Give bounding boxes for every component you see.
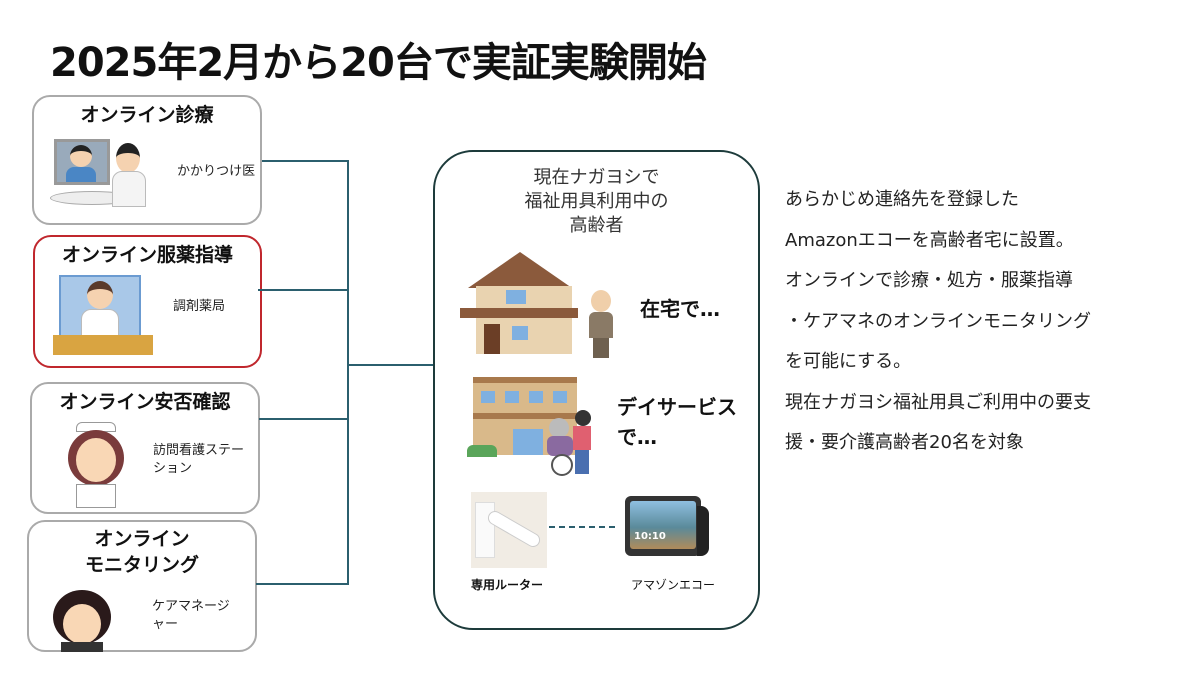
- house-illustration: [460, 252, 580, 357]
- home-label: 在宅で…: [640, 297, 720, 321]
- card-title: オンライン モニタリング: [29, 526, 255, 578]
- router-label: 専用ルーター: [471, 578, 544, 592]
- care-manager-illustration: [51, 590, 115, 652]
- card-title: オンライン診療: [80, 104, 214, 126]
- day-service-label: デイサービス で…: [617, 392, 737, 452]
- day-service-building-illustration: [467, 377, 579, 459]
- elderly-man-illustration: [587, 290, 615, 358]
- card-title: オンライン安否確認: [59, 391, 231, 413]
- echo-clock: 10:10: [630, 501, 696, 549]
- amazon-echo-show-photo: 10:10: [625, 496, 709, 560]
- description-line: 現在ナガヨシ福祉用具ご利用中の要支: [785, 391, 1091, 413]
- card-title-line1: オンライン: [94, 528, 190, 550]
- description-line: を可能にする。: [785, 351, 912, 372]
- description-line: オンラインで診療・処方・服薬指導: [785, 270, 1073, 291]
- connector-line: [258, 289, 349, 291]
- provider-label: かかりつけ医: [177, 164, 256, 179]
- router-photo: [471, 492, 547, 568]
- description-line: Amazonエコーを高齢者宅に設置。: [785, 229, 1074, 251]
- provider-label: ケアマネージャー: [152, 599, 230, 632]
- connector-trunk: [347, 160, 349, 585]
- page-title: 2025年2月から20台で実証実験開始: [50, 40, 707, 86]
- service-card-online-safety-check: オンライン安否確認 訪問看護ステーション: [30, 382, 260, 514]
- connector-line: [256, 583, 349, 585]
- connector-line: [347, 364, 434, 366]
- wheelchair-caregiver-illustration: [545, 410, 595, 478]
- service-card-online-consultation: オンライン診療 かかりつけ医: [32, 95, 262, 225]
- panel-title-line2: 福祉用具利用中の: [524, 191, 669, 212]
- connector-line: [262, 160, 349, 162]
- day-service-label-line2: で…: [617, 425, 657, 449]
- doctor-video-call-illustration: [50, 137, 146, 217]
- panel-title-line1: 現在ナガヨシで: [533, 167, 660, 188]
- panel-title: 現在ナガヨシで 福祉用具利用中の 高齢者: [435, 166, 758, 238]
- connector-line: [259, 418, 349, 420]
- elderly-users-panel: 現在ナガヨシで 福祉用具利用中の 高齢者 在宅で… デイサービス で…: [433, 150, 760, 630]
- nurse-illustration: [62, 422, 132, 510]
- description-text: あらかじめ連絡先を登録した Amazonエコーを高齢者宅に設置。 オンラインで診…: [785, 180, 1185, 464]
- router-echo-link: [549, 526, 615, 528]
- card-title-line2: モニタリング: [84, 554, 199, 576]
- card-title: オンライン服薬指導: [61, 244, 233, 266]
- provider-label: 訪問看護ステーション: [153, 443, 245, 476]
- pharmacist-illustration: [53, 275, 153, 360]
- panel-title-line3: 高齢者: [569, 215, 624, 236]
- service-card-online-medication-guidance: オンライン服薬指導 調剤薬局: [33, 235, 262, 368]
- provider-label: 調剤薬局: [173, 299, 226, 314]
- description-line: あらかじめ連絡先を登録した: [785, 189, 1019, 210]
- description-line: ・ケアマネのオンラインモニタリング: [785, 310, 1091, 332]
- echo-label: アマゾンエコー: [631, 578, 716, 592]
- description-line: 援・要介護高齢者20名を対象: [785, 432, 1024, 453]
- service-card-online-monitoring: オンライン モニタリング ケアマネージャー: [27, 520, 257, 652]
- day-service-label-line1: デイサービス: [617, 395, 737, 419]
